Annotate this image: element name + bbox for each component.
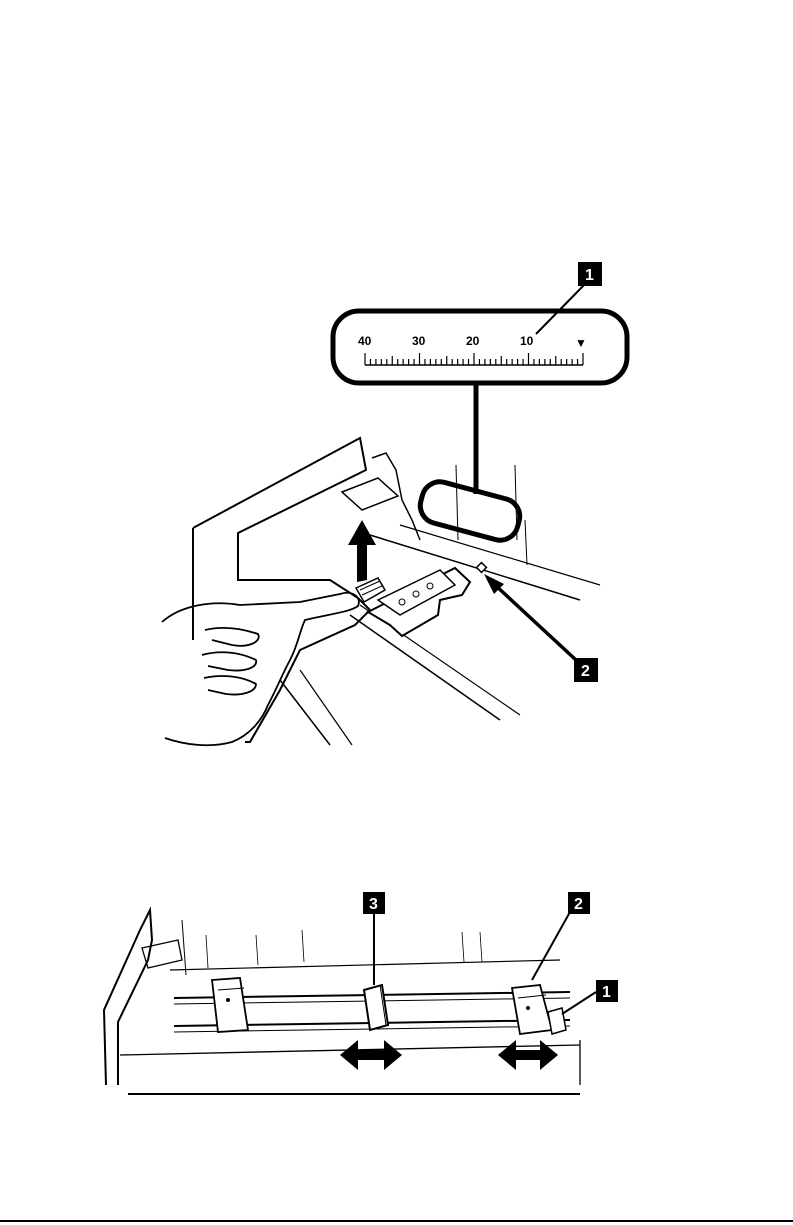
- printer-left-body: [104, 910, 152, 1085]
- scale-label-40: 40: [358, 334, 372, 348]
- rail-bottom-1: [280, 680, 330, 745]
- paper-vertical-f: [480, 932, 482, 962]
- callout-1b-label: 1: [602, 984, 611, 1001]
- left-tractor-pin: [226, 998, 230, 1002]
- paper-vertical-c: [256, 935, 258, 965]
- rail-lower-1: [350, 615, 500, 720]
- callout-1b-leader: [562, 992, 596, 1014]
- right-tractor-pin: [526, 1006, 530, 1010]
- lift-arrow-icon: [348, 520, 376, 582]
- printer-left-panel: [142, 940, 182, 968]
- callout-1-label: 1: [585, 267, 594, 284]
- paper-vertical-a: [182, 920, 186, 975]
- left-tractor: [212, 978, 248, 1032]
- callout-3-label: 3: [369, 896, 378, 913]
- paper-vertical-e: [462, 932, 464, 962]
- rail-bottom-2: [300, 670, 352, 745]
- top-figure: 40 30 20 10 ▼ 1: [162, 262, 627, 745]
- paper-top-edge: [170, 960, 560, 970]
- right-lock-lever: [548, 1008, 566, 1034]
- callout-2b-leader: [532, 912, 570, 980]
- right-double-arrow-icon: [498, 1040, 558, 1070]
- scale-label-20: 20: [466, 334, 480, 348]
- paper-vertical-3: [525, 520, 527, 565]
- paper-vertical-b: [206, 935, 208, 968]
- center-double-arrow-icon: [340, 1040, 402, 1070]
- printer-body-top-edge: [238, 470, 366, 533]
- paper-vertical-d: [302, 930, 304, 962]
- printer-body: [193, 438, 370, 742]
- scale-label-10: 10: [520, 334, 534, 348]
- scale-label-30: 30: [412, 334, 426, 348]
- callout-2b-label: 2: [574, 896, 583, 913]
- scale-marker-triangle: ▼: [575, 336, 587, 350]
- callout-2-label: 2: [581, 663, 590, 680]
- bottom-figure: 3 2 1: [104, 892, 618, 1094]
- paper-guide-tab: [342, 478, 398, 510]
